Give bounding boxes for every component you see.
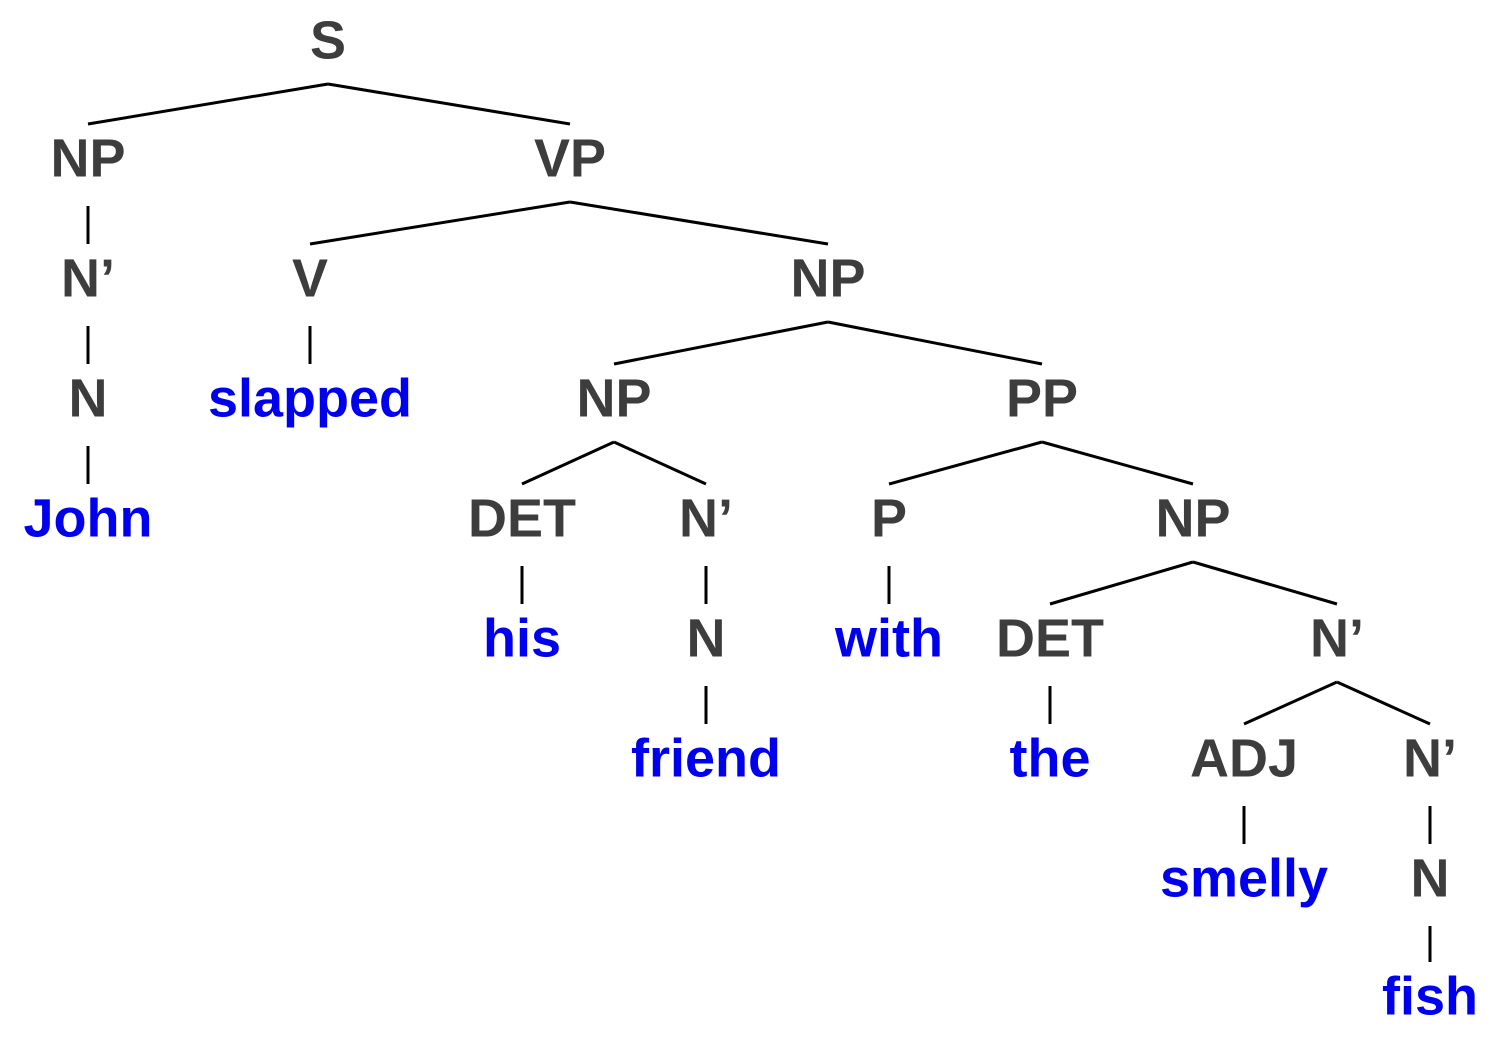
edge-pp-to-np-fish	[1041, 440, 1194, 486]
word-node-word-slapped: slapped	[208, 368, 412, 428]
edge-vp-to-v	[309, 200, 571, 246]
word-node-word-the: the	[1010, 728, 1091, 788]
category-node-p: P	[871, 488, 907, 548]
edge-pp-to-p	[888, 440, 1043, 486]
edge-s-to-np-subj	[87, 82, 329, 126]
word-node-word-fish: fish	[1382, 966, 1478, 1026]
word-node-word-with: with	[834, 608, 943, 668]
category-node-n-fish: N	[1411, 848, 1450, 908]
edge-np-obj-to-pp	[827, 320, 1043, 366]
category-node-nbar-fish2: N’	[1403, 728, 1457, 788]
word-node-word-friend: friend	[631, 728, 781, 788]
edge-np-friend-to-nbar-friend	[613, 440, 707, 486]
category-node-v: V	[292, 248, 328, 308]
edge-s-to-vp	[327, 82, 571, 126]
edge-vp-to-np-obj	[569, 200, 829, 246]
tree-edges	[86, 82, 1432, 962]
category-node-np-subj: NP	[50, 128, 125, 188]
category-node-np-obj: NP	[790, 248, 865, 308]
edge-np-fish-to-nbar-fish	[1192, 560, 1338, 606]
category-node-vp: VP	[534, 128, 606, 188]
category-node-s: S	[310, 10, 346, 70]
word-node-word-smelly: smelly	[1160, 848, 1328, 908]
word-node-word-his: his	[483, 608, 561, 668]
category-node-n-friend: N	[687, 608, 726, 668]
category-node-n-john: N	[69, 368, 108, 428]
category-node-pp: PP	[1006, 368, 1078, 428]
category-node-np-friend: NP	[576, 368, 651, 428]
category-node-det-his: DET	[468, 488, 576, 548]
edge-nbar-fish-to-nbar-fish2	[1336, 680, 1431, 726]
word-node-word-john: John	[24, 488, 153, 548]
edge-np-fish-to-det-the	[1049, 560, 1194, 606]
edge-np-friend-to-det-his	[521, 440, 615, 486]
category-node-adj: ADJ	[1190, 728, 1298, 788]
edge-np-obj-to-np-friend	[613, 320, 829, 366]
edge-nbar-fish-to-adj	[1243, 680, 1338, 726]
category-node-nbar-john: N’	[61, 248, 115, 308]
category-node-det-the: DET	[996, 608, 1104, 668]
category-node-nbar-friend: N’	[679, 488, 733, 548]
category-node-np-fish: NP	[1155, 488, 1230, 548]
category-node-nbar-fish: N’	[1310, 608, 1364, 668]
